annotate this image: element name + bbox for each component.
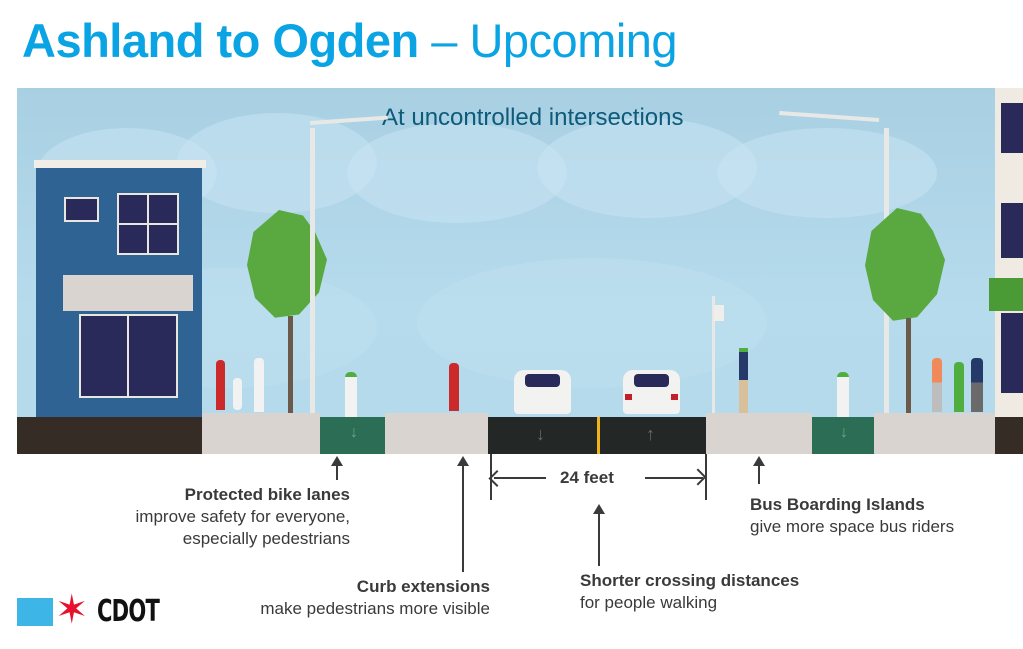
foundation-right [995, 417, 1023, 454]
arrow-down-icon: ↓ [840, 424, 848, 441]
bike-lane-pointer-arrow [331, 456, 343, 480]
foundation-left [17, 417, 202, 454]
travel-lane-southbound: ↓ [488, 417, 597, 454]
title-bold: Ashland to Ogden [22, 14, 419, 67]
pedestrian-icon [216, 360, 225, 410]
callout-bike-lanes-line2: especially pedestrians [182, 529, 350, 548]
streetlight-icon [310, 128, 315, 414]
window [64, 197, 99, 222]
scene-caption: At uncontrolled intersections [382, 104, 684, 131]
arrow-down-icon: ↓ [350, 424, 358, 441]
callout-bus-islands: Bus Boarding Islands give more space bus… [750, 494, 954, 538]
dimension-tick-right [705, 454, 707, 500]
callout-curb-extensions-title: Curb extensions [356, 577, 490, 596]
callout-bike-lanes: Protected bike lanes improve safety for … [136, 484, 350, 550]
sidewalk-left [202, 413, 320, 454]
dimension-arrow-left [494, 477, 546, 479]
callout-bus-islands-title: Bus Boarding Islands [750, 495, 925, 514]
bike-lane-left: ↓ [320, 417, 385, 454]
bus-island-pointer-arrow [753, 456, 765, 484]
pedestrian-icon [739, 348, 748, 414]
sidewalk-right [874, 413, 995, 454]
callout-curb-extensions: Curb extensions make pedestrians more vi… [260, 576, 490, 620]
child-cyclist-icon [233, 378, 242, 410]
car-icon [623, 370, 680, 414]
dimension-arrow-right [645, 477, 703, 479]
dimension-tick-left [490, 454, 492, 500]
pedestrian-icon [254, 358, 264, 412]
crossing-pointer-arrow [593, 504, 605, 566]
bike-lane-right: ↓ [812, 417, 874, 454]
street-cross-section-illustration: At uncontrolled intersections [17, 88, 1023, 454]
callout-bus-islands-line1: give more space bus riders [750, 517, 955, 536]
awning [63, 275, 193, 311]
window [117, 193, 179, 255]
center-line [597, 417, 600, 454]
slide-title: Ashland to Ogden – Upcoming [22, 10, 678, 72]
pedestrian-icon [932, 358, 942, 412]
curb-extension-pointer-arrow [457, 456, 469, 572]
callout-crossing-distances: Shorter crossing distances for people wa… [580, 570, 799, 614]
callout-crossing-line1: for people walking [580, 593, 718, 612]
car-icon [514, 370, 571, 414]
curb-extension [385, 413, 488, 454]
callout-bike-lanes-line1: improve safety for everyone, [135, 507, 350, 526]
chicago-star-icon: ✶ [55, 588, 89, 632]
dimension-label: 24 feet [560, 468, 614, 487]
arrow-down-icon: ↓ [536, 424, 545, 444]
storefront-window [79, 314, 178, 398]
title-subtitle: – Upcoming [431, 14, 678, 67]
pedestrian-icon [971, 358, 983, 412]
right-building [989, 88, 1023, 418]
bus-stop-sign-icon [712, 296, 715, 414]
left-building [34, 160, 206, 418]
pedestrian-icon [449, 363, 459, 411]
callout-crossing-title: Shorter crossing distances [580, 571, 800, 590]
callout-curb-extensions-line1: make pedestrians more visible [260, 599, 490, 618]
pedestrian-icon [954, 362, 964, 412]
callout-bike-lanes-title: Protected bike lanes [184, 485, 350, 504]
tree-icon [865, 208, 945, 321]
logo-text: CDOT [97, 594, 160, 629]
logo-blue-square [17, 598, 53, 626]
bus-boarding-island [706, 413, 812, 454]
cyclist-icon [837, 372, 849, 423]
arrow-up-icon: ↑ [646, 424, 655, 444]
cyclist-icon [345, 372, 357, 423]
cdot-logo: ✶ CDOT [17, 590, 167, 630]
travel-lane-northbound: ↑ [600, 417, 706, 454]
